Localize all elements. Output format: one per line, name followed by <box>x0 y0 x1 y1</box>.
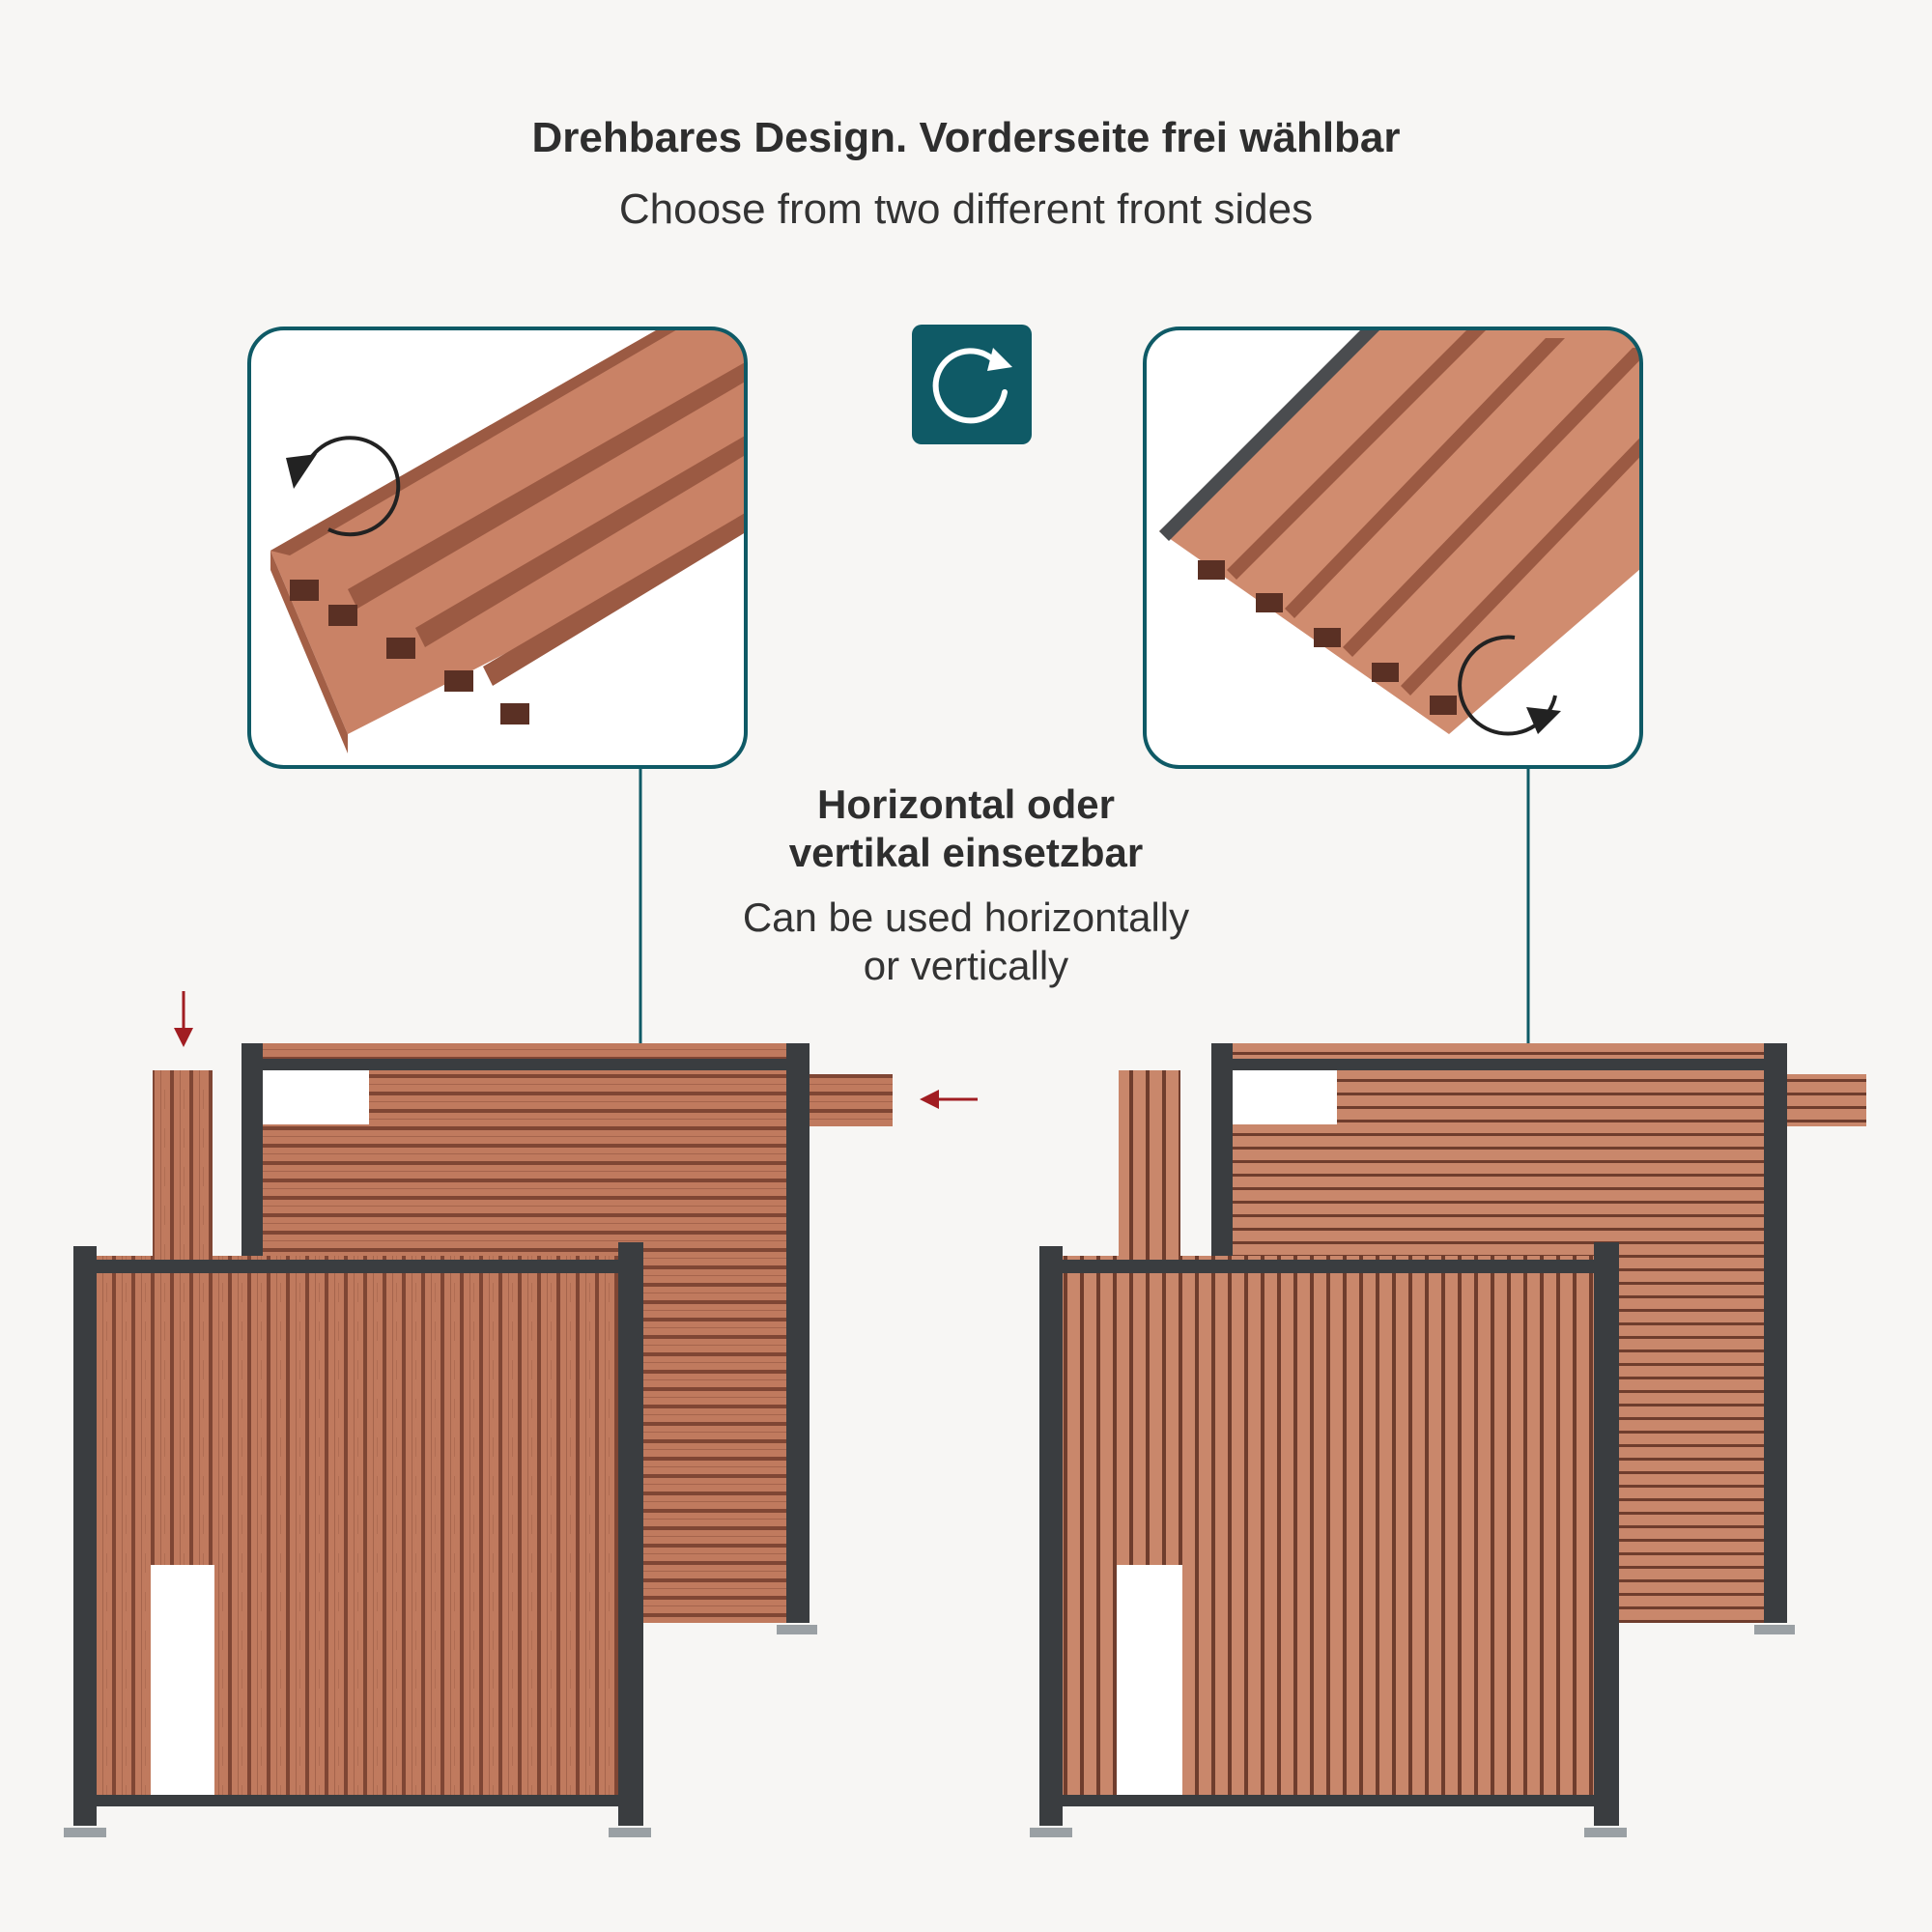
detail-panel-smooth <box>1143 327 1643 769</box>
fence-wood-grain <box>64 991 978 1837</box>
detail-panel-wood-grain <box>247 327 748 769</box>
page-subtitle: Choose from two different front sides <box>618 185 1314 233</box>
orientation-title-line1: Horizontal oder <box>816 781 1115 827</box>
orientation-subtitle: Can be used horizontally or vertically <box>676 894 1256 990</box>
page-title: Drehbares Design. Vorderseite frei wählb… <box>531 114 1401 161</box>
rotate-right-arrow-icon <box>1458 635 1561 736</box>
orientation-title: Horizontal oder vertikal einsetzbar <box>676 781 1256 877</box>
orientation-subtitle-line1: Can be used horizontally <box>742 895 1190 940</box>
rotate-icon <box>932 348 1012 424</box>
arrow-left-icon <box>920 1090 978 1109</box>
rotate-badge <box>912 325 1032 444</box>
rotate-left-arrow-icon <box>286 436 401 537</box>
orientation-subtitle-line2: or vertically <box>863 943 1069 988</box>
orientation-title-line2: vertikal einsetzbar <box>788 830 1144 875</box>
fence-smooth <box>1030 1043 1866 1837</box>
arrow-down-icon <box>174 991 193 1047</box>
